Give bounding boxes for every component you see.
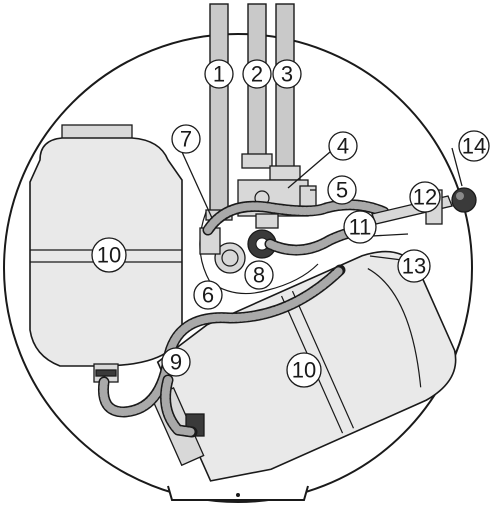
pipe-1 — [205, 3, 233, 221]
callout-2: 2 — [242, 59, 272, 89]
svg-text:6: 6 — [202, 283, 214, 308]
svg-text:9: 9 — [170, 350, 182, 375]
svg-text:10: 10 — [292, 358, 316, 383]
callout-12: 12 — [409, 181, 441, 213]
callout-6: 6 — [193, 280, 223, 310]
callout-5: 5 — [327, 175, 357, 205]
callout-3: 3 — [272, 59, 302, 89]
callout-9: 9 — [161, 347, 191, 377]
svg-text:1: 1 — [213, 62, 225, 87]
bottom-screw-dot — [236, 493, 240, 497]
callout-1: 1 — [204, 59, 234, 89]
svg-text:14: 14 — [462, 134, 486, 159]
svg-text:4: 4 — [337, 134, 349, 159]
svg-text:10: 10 — [97, 243, 121, 268]
svg-text:13: 13 — [402, 254, 426, 279]
svg-text:5: 5 — [336, 178, 348, 203]
svg-text:12: 12 — [413, 185, 437, 210]
callout-7: 7 — [171, 124, 201, 154]
svg-text:7: 7 — [180, 127, 192, 152]
callout-4: 4 — [328, 131, 358, 161]
callout-11: 11 — [343, 210, 377, 244]
svg-text:11: 11 — [349, 215, 372, 240]
svg-text:2: 2 — [251, 62, 263, 87]
svg-text:8: 8 — [253, 263, 265, 288]
flexible-hose-11 — [202, 199, 390, 236]
callout-13: 13 — [397, 249, 431, 283]
callout-14: 14 — [458, 130, 490, 162]
callout-10-left: 10 — [91, 237, 127, 273]
svg-text:3: 3 — [281, 62, 293, 87]
callout-8: 8 — [244, 260, 274, 290]
flexible-hose-9 — [97, 264, 346, 438]
callout-10-bottom: 10 — [286, 352, 322, 388]
